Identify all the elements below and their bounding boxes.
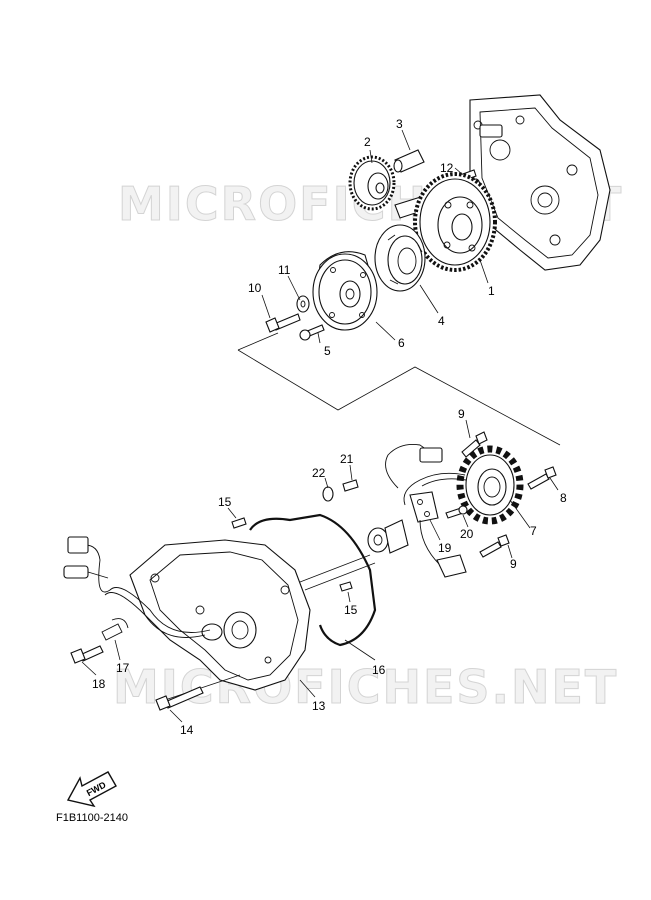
callout-2: 2 [364, 135, 371, 149]
callout-5: 5 [324, 344, 331, 358]
callout-labels: 1 2 3 4 5 6 7 8 9 9 10 11 12 13 14 15 15… [92, 117, 567, 737]
callout-7: 7 [530, 524, 537, 538]
callout-9-lower: 9 [510, 557, 517, 571]
callout-15-upper: 15 [218, 495, 232, 509]
diagram-code: F1B1100-2140 [56, 812, 128, 824]
callout-17: 17 [116, 661, 130, 675]
callout-14: 14 [180, 723, 194, 737]
callout-13: 13 [312, 699, 326, 713]
part-14-long-bolt [155, 686, 204, 711]
part-8-bolt [527, 466, 557, 490]
part-4-starter-clutch [374, 224, 426, 292]
part-5-screw [299, 324, 325, 341]
part-2-idler-gear [348, 155, 396, 211]
callout-3: 3 [396, 117, 403, 131]
part-10-bolt [265, 313, 301, 333]
part-9-bolt-upper [461, 431, 488, 458]
wire-grommet [367, 519, 409, 554]
part-20-screw [445, 505, 468, 519]
assembly-group-bracket [237, 332, 561, 446]
callout-21: 21 [340, 452, 354, 466]
part-21-bolt [342, 479, 359, 492]
callout-18: 18 [92, 677, 106, 691]
callout-12: 12 [440, 161, 454, 175]
part-13-generator-cover [129, 539, 311, 691]
part-19-pickup-coil [409, 491, 467, 578]
callout-16: 16 [372, 663, 386, 677]
callout-leader-lines [81, 129, 559, 723]
callout-11: 11 [278, 263, 291, 277]
callout-8: 8 [560, 491, 567, 505]
part-9-bolt-lower [479, 534, 510, 558]
callout-19: 19 [438, 541, 452, 555]
callout-15-lower: 15 [344, 603, 358, 617]
part-6-rotor [312, 251, 378, 331]
stator-wire-harness [385, 444, 467, 506]
part-3-shaft [393, 149, 425, 173]
callout-20: 20 [460, 527, 474, 541]
part-22-washer [322, 486, 334, 502]
part-15-dowel-lower [339, 581, 353, 592]
callout-10: 10 [248, 281, 262, 295]
cover-wire-harness [63, 536, 211, 638]
callout-1: 1 [488, 284, 495, 298]
callout-22: 22 [312, 466, 326, 480]
assembly-axis-lines [164, 554, 376, 701]
part-16-gasket [249, 513, 377, 647]
crankcase-housing [469, 94, 611, 271]
part-7-stator [456, 445, 524, 525]
fwd-arrow-icon: FWD [66, 771, 117, 808]
part-15-dowel-upper [231, 517, 247, 529]
callout-6: 6 [398, 336, 405, 350]
part-1-starter-wheel-gear [413, 172, 497, 272]
part-17-clamp [101, 618, 129, 641]
callout-4: 4 [438, 314, 445, 328]
watermark-bottom: MICROFICHES.NET [113, 660, 618, 714]
part-18-bolt [70, 645, 104, 664]
callout-9-upper: 9 [458, 407, 465, 421]
